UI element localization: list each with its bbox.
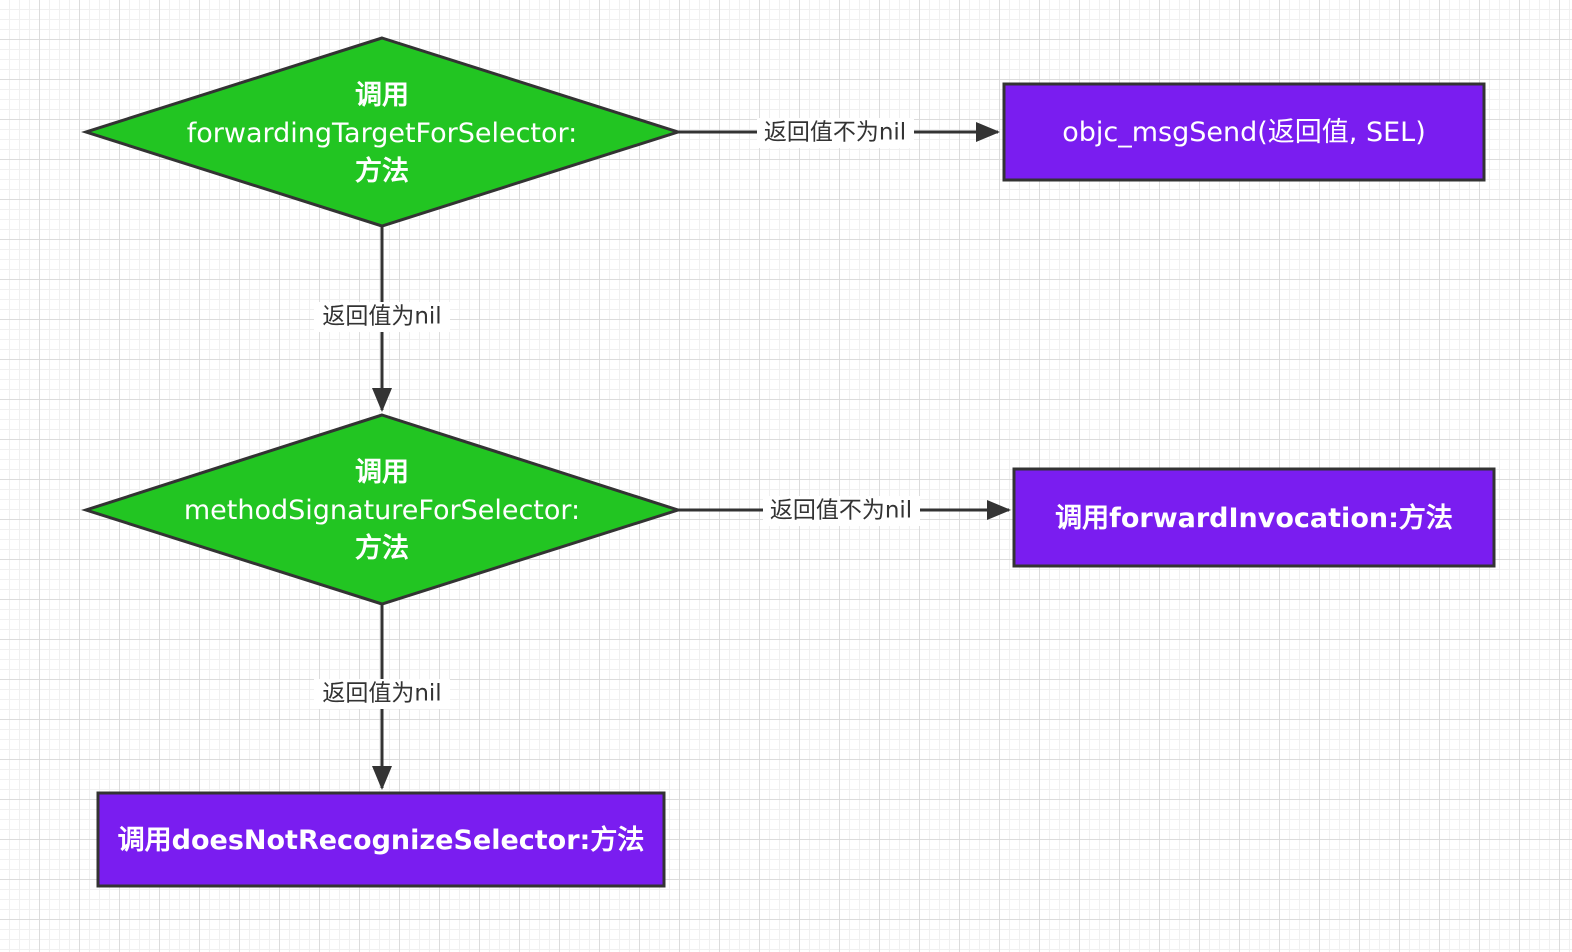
edge-d1-to-d2: 返回值为nil [314, 226, 450, 412]
edge-d1-to-msgsend: 返回值不为nil [678, 118, 1000, 148]
process-does-not-recognize: 调用doesNotRecognizeSelector:方法 [96, 791, 666, 888]
process-forward-invocation: 调用forwardInvocation:方法 [1012, 467, 1496, 568]
process-msgsend-label: objc_msgSend(返回值, SEL) [1062, 117, 1426, 148]
decision-forwarding-target: 调用 forwardingTargetForSelector: 方法 [81, 36, 683, 228]
decision2-line3: 方法 [355, 532, 409, 564]
decision1-line1: 调用 [355, 80, 409, 111]
edge-label-d2-nil: 返回值为nil [322, 681, 441, 707]
edge-d2-to-dnr: 返回值为nil [314, 604, 450, 790]
edge-d2-to-forward: 返回值不为nil [678, 496, 1011, 526]
decision-method-signature: 调用 methodSignatureForSelector: 方法 [81, 413, 683, 606]
process-forward-invocation-label: 调用forwardInvocation:方法 [1055, 502, 1453, 534]
decision2-line2: methodSignatureForSelector: [184, 495, 580, 526]
edge-label-d1-nil: 返回值为nil [322, 304, 441, 330]
edge-label-d2-not-nil: 返回值不为nil [770, 498, 912, 524]
process-does-not-recognize-label: 调用doesNotRecognizeSelector:方法 [118, 824, 645, 856]
process-msgsend: objc_msgSend(返回值, SEL) [1002, 82, 1486, 182]
decision2-line1: 调用 [355, 457, 409, 488]
decision1-line3: 方法 [355, 155, 409, 187]
decision1-line2: forwardingTargetForSelector: [187, 118, 578, 149]
edge-label-d1-not-nil: 返回值不为nil [764, 120, 906, 146]
